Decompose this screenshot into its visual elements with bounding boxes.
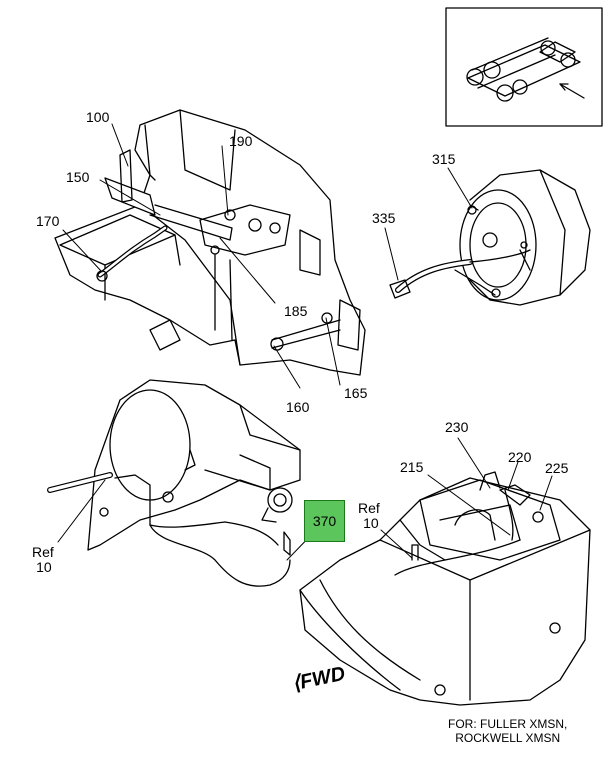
note-line-2: ROCKWELL XMSN [455, 731, 561, 745]
callout-100[interactable]: 100 [86, 109, 110, 125]
transmission-left-drawing [47, 379, 301, 587]
callout-160[interactable]: 160 [286, 399, 310, 415]
callout-190[interactable]: 190 [229, 133, 253, 149]
callout-230[interactable]: 230 [445, 419, 469, 435]
leaders-lower-right [380, 437, 553, 559]
ref-left-num: 10 [36, 559, 52, 575]
callout-335[interactable]: 335 [372, 210, 396, 226]
callout-370-highlight[interactable]: 370 [304, 500, 345, 542]
applicability-note: FOR: FULLER XMSN, ROCKWELL XMSN [448, 717, 567, 745]
callout-315[interactable]: 315 [432, 151, 456, 167]
callout-215[interactable]: 215 [400, 459, 424, 475]
transmission-right-drawing [299, 471, 591, 706]
callout-220[interactable]: 220 [508, 449, 532, 465]
callout-170[interactable]: 170 [36, 213, 60, 229]
ref-left-word: Ref [32, 544, 54, 560]
ref-left: Ref 10 [32, 545, 54, 575]
callout-150[interactable]: 150 [66, 169, 90, 185]
inset-chassis-view [445, 7, 603, 127]
callout-165[interactable]: 165 [344, 385, 368, 401]
note-line-1: FOR: FULLER XMSN, [448, 717, 568, 731]
callout-225[interactable]: 225 [545, 460, 569, 476]
leaders-upper-right [384, 167, 473, 281]
ref-right-word: Ref [358, 500, 380, 516]
callout-185[interactable]: 185 [284, 303, 308, 319]
engine-block-drawing [54, 109, 366, 376]
leaders-upper [62, 123, 341, 389]
compressor-drawing [389, 169, 591, 306]
ref-right: Ref 10 [358, 501, 380, 531]
leaders-lower-left [57, 479, 319, 561]
ref-right-num: 10 [363, 515, 379, 531]
